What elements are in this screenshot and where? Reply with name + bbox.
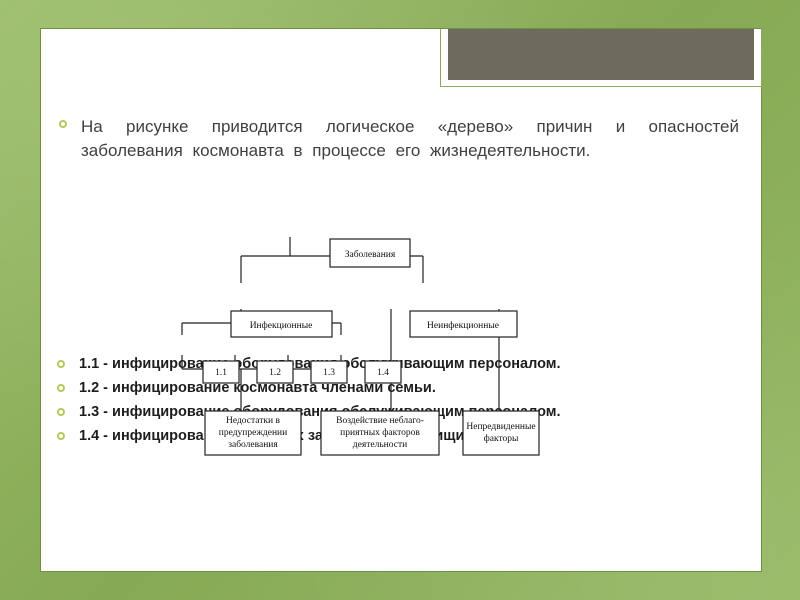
node-infectious-label: Инфекционные (250, 320, 313, 331)
node-unforeseen-line: Непредвиденные (466, 422, 535, 432)
node-prevention-line: заболевания (228, 439, 278, 450)
node-code-1-2 (256, 360, 294, 384)
node-code-label: 1.1 (215, 368, 227, 378)
node-root-label: Заболевания (345, 249, 396, 260)
node-factors (320, 410, 440, 456)
bullet-icon (57, 384, 65, 392)
node-code-label: 1.4 (377, 368, 389, 378)
node-prevention-line: Недостатки в (226, 416, 280, 426)
node-non-infectious (409, 310, 518, 338)
node-code-label: 1.2 (269, 368, 281, 378)
list-item-label: 1.2 - инфицирование космонавта членами с… (79, 380, 436, 396)
node-non-infectious-label: Неинфекционные (427, 320, 499, 331)
bullet-icon (57, 408, 65, 416)
bullet-icon (57, 432, 65, 440)
bullet-icon (57, 360, 65, 368)
slide: На рисунке приводится логическое «дерево… (40, 28, 762, 572)
title-placeholder (448, 29, 754, 80)
node-root (329, 238, 411, 268)
bullet-icon (59, 120, 67, 128)
node-infectious (230, 310, 333, 338)
node-factors-line: Воздействие неблаго- (336, 415, 424, 426)
title-plate (440, 29, 762, 87)
node-unforeseen-line: факторы (484, 433, 519, 444)
node-prevention-line: предупреждении (219, 428, 287, 438)
list-item-label: 1.3 - инфицирование оборудования обслужи… (79, 404, 561, 420)
node-code-1-4 (364, 360, 402, 384)
node-unforeseen (462, 410, 540, 456)
list-item: 1.3 - инфицирование оборудования обслужи… (57, 403, 719, 422)
intro-paragraph: На рисунке приводится логическое «дерево… (81, 117, 739, 160)
list-item: 1.2 - инфицирование космонавта членами с… (57, 379, 719, 398)
cause-tree-diagram: Заболевания Инфекционные Неинфекционные … (181, 237, 540, 456)
node-code-1-3 (310, 360, 348, 384)
node-prevention (204, 410, 302, 456)
node-code-1-1 (202, 360, 240, 384)
node-factors-line: приятных факторов (340, 427, 420, 438)
node-code-label: 1.3 (323, 368, 335, 378)
node-factors-line: деятельности (353, 440, 407, 450)
